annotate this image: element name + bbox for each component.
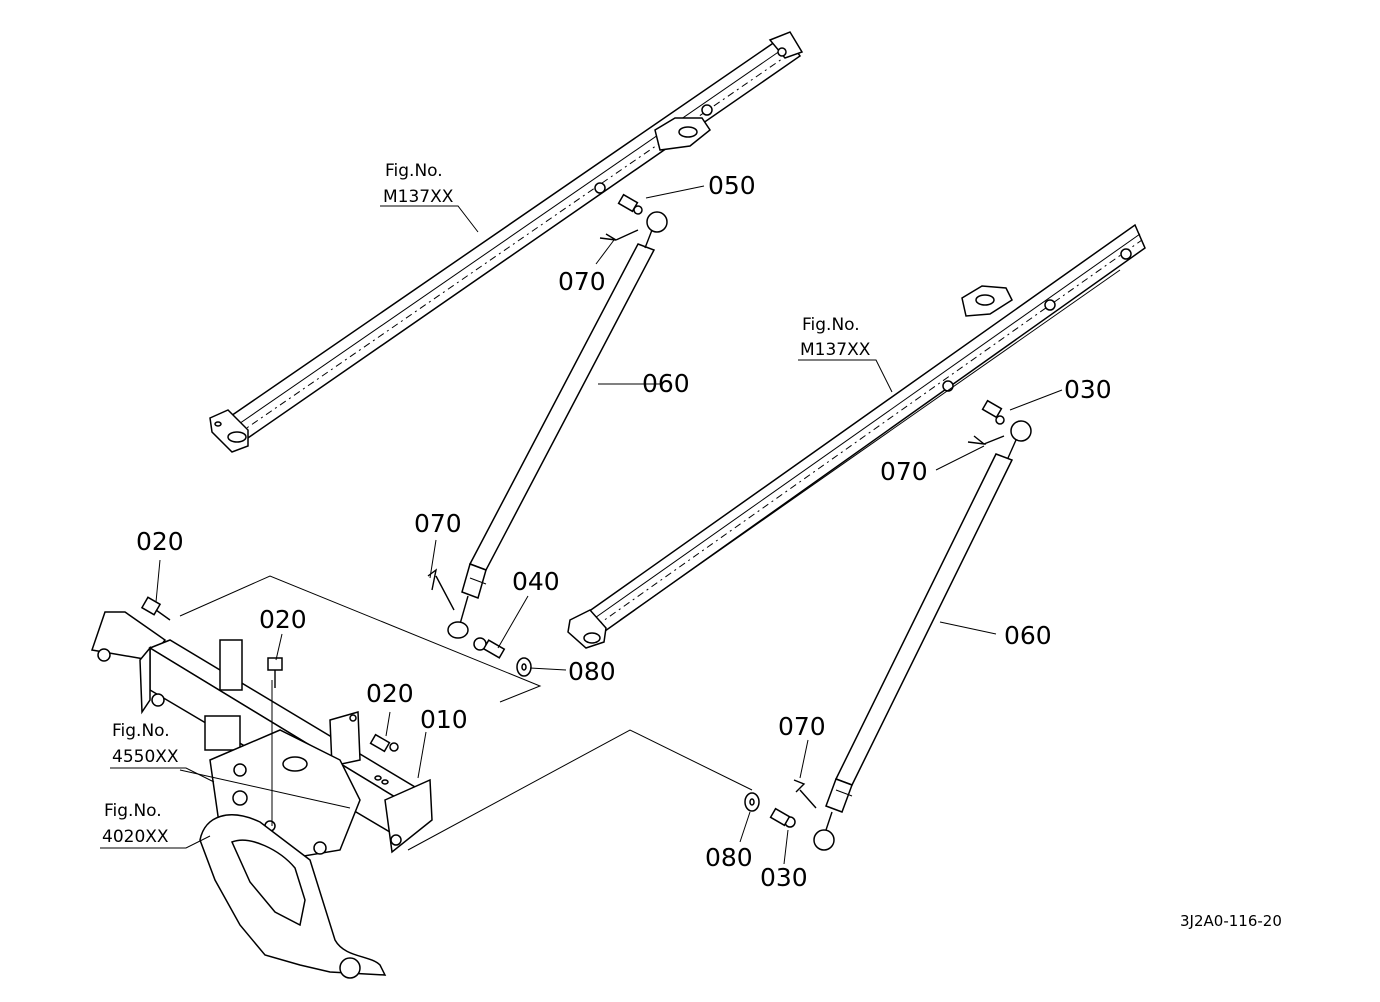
- callout-010: 010: [420, 705, 468, 734]
- fig-ref-number: 4020XX: [102, 827, 169, 847]
- right-rail: [567, 223, 1146, 649]
- callout-070: 070: [414, 509, 462, 538]
- fig-ref-4550xx: Fig.No. 4550XX: [112, 721, 179, 767]
- callout-070: 070: [880, 457, 928, 486]
- fig-ref-m137xx-upper: Fig.No. M137XX: [383, 161, 454, 207]
- gas-spring-left: [447, 211, 668, 639]
- hardware: [427, 193, 1005, 828]
- bracket-assembly: [91, 596, 433, 861]
- callouts: 050 070 060 030 070 070 040 080 060 020 …: [136, 171, 1112, 892]
- callout-040: 040: [512, 567, 560, 596]
- callout-020: 020: [366, 679, 414, 708]
- leader-lines: [100, 185, 1063, 865]
- gas-spring-right: [813, 420, 1032, 851]
- fig-ref-label: Fig.No.: [112, 721, 170, 741]
- callout-020: 020: [136, 527, 184, 556]
- fig-ref-label: Fig.No.: [104, 801, 162, 821]
- drawing-code: 3J2A0-116-20: [1180, 912, 1282, 930]
- fig-ref-number: M137XX: [383, 187, 454, 207]
- callout-070: 070: [778, 712, 826, 741]
- callout-070: 070: [558, 267, 606, 296]
- callout-030: 030: [1064, 375, 1112, 404]
- reference-lines: [179, 575, 753, 851]
- callout-080: 080: [705, 843, 753, 872]
- fig-ref-m137xx-lower: Fig.No. M137XX: [800, 315, 871, 360]
- callout-020: 020: [259, 605, 307, 634]
- upper-left-rail: [209, 31, 804, 453]
- fig-ref-4020xx: Fig.No. 4020XX: [102, 801, 169, 847]
- fig-ref-label: Fig.No.: [802, 315, 860, 335]
- callout-050: 050: [708, 171, 756, 200]
- lower-frame: [199, 814, 387, 979]
- callout-030: 030: [760, 863, 808, 892]
- fig-ref-number: 4550XX: [112, 747, 179, 767]
- callout-080: 080: [568, 657, 616, 686]
- fig-ref-label: Fig.No.: [385, 161, 443, 181]
- fig-ref-number: M137XX: [800, 340, 871, 360]
- callout-060: 060: [642, 369, 690, 398]
- callout-060: 060: [1004, 621, 1052, 650]
